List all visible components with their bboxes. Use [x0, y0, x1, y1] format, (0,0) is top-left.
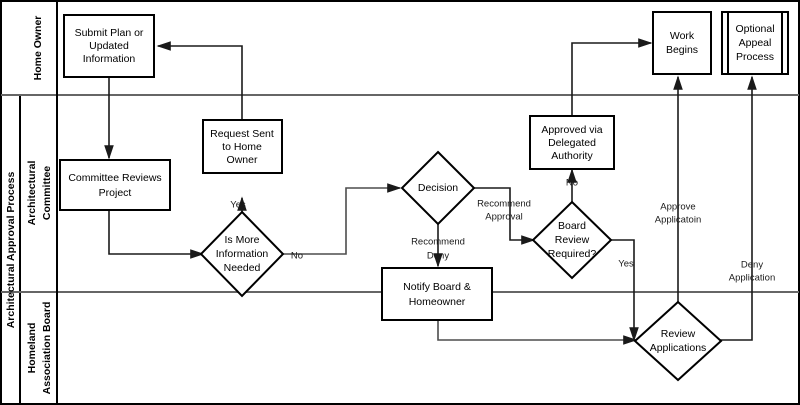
node-board-review-line1: Board — [558, 220, 586, 232]
node-approved-delegated[interactable]: Approved via Delegated Authority — [529, 115, 615, 170]
node-optional-appeal-line2: Appeal — [739, 37, 772, 49]
node-work-begins-line2: Begins — [666, 44, 698, 56]
node-submit-plan-line1: Submit Plan or — [75, 27, 144, 39]
pool-label: Architectural Approval Process — [5, 172, 17, 329]
lane-label-homeland-association-board-line1: Homeland — [26, 323, 38, 374]
edge-review-deny-to-appeal — [718, 75, 757, 341]
node-decision[interactable]: Decision — [400, 150, 476, 226]
node-notify-board[interactable]: Notify Board & Homeowner — [381, 267, 493, 321]
edge-request-to-submit — [156, 41, 243, 120]
edge-label-recommend-deny-line1: Recommend — [411, 237, 465, 248]
edge-label-board-review-no: No — [566, 178, 578, 189]
node-committee-reviews-line1: Committee Reviews — [68, 172, 161, 184]
node-approved-delegated-line2: Delegated — [548, 137, 596, 149]
pool-label-text: Architectural Approval Process — [5, 172, 17, 329]
node-more-info-decision[interactable]: Is More Information Needed — [199, 210, 285, 298]
edge-label-deny-application-line1: Deny — [741, 260, 763, 271]
node-submit-plan-line2: Updated — [89, 40, 129, 52]
node-committee-reviews[interactable]: Committee Reviews Project — [59, 159, 171, 211]
node-request-sent-line2: to Home — [222, 141, 262, 153]
edge-label-recommend-approval-line1: Recommend — [477, 199, 531, 210]
edge-label-deny-application-line2: Application — [729, 273, 775, 284]
edge-committee-to-moreinfo — [108, 210, 205, 259]
node-work-begins-line1: Work — [670, 30, 695, 42]
node-board-review-line3: Required? — [548, 248, 597, 260]
edge-label-more-info-no: No — [291, 251, 303, 262]
edge-boardreview-yes-to-review — [609, 239, 639, 342]
node-review-applications[interactable]: Review Applications — [633, 300, 723, 382]
node-decision-label: Decision — [418, 182, 458, 194]
node-approved-delegated-line3: Authority — [551, 150, 593, 162]
edge-label-board-review-yes: Yes — [618, 259, 634, 270]
lane-label-architectural-committee-line2: Committee — [41, 166, 53, 220]
edge-moreinfo-no-to-decision — [281, 183, 402, 255]
node-request-sent[interactable]: Request Sent to Home Owner — [202, 119, 283, 174]
edge-label-approve-application-line1: Approve — [660, 202, 695, 213]
node-optional-appeal-line3: Process — [736, 51, 774, 63]
node-work-begins[interactable]: Work Begins — [652, 11, 712, 75]
edge-approved-to-work — [571, 38, 653, 118]
edge-labels: Yes No Recommend Deny Recommend Approval… — [230, 178, 775, 284]
node-review-applications-line2: Applications — [650, 342, 707, 354]
lane-label-homeland-association-board-line2: Association Board — [41, 302, 53, 395]
lane-label-architectural-committee-line1: Architectural — [26, 161, 38, 226]
node-board-review-decision[interactable]: Board Review Required? — [531, 200, 613, 280]
lane-label-home-owner-text: Home Owner — [32, 16, 44, 81]
node-more-info-line1: Is More — [224, 234, 259, 246]
edge-label-recommend-approval-line2: Approval — [485, 212, 523, 223]
node-committee-reviews-line2: Project — [99, 187, 132, 199]
edge-label-recommend-deny-line2: Deny — [427, 251, 449, 262]
edge-label-more-info-yes: Yes — [230, 200, 246, 211]
node-approved-delegated-line1: Approved via — [541, 124, 602, 136]
node-request-sent-line1: Request Sent — [210, 128, 274, 140]
node-submit-plan[interactable]: Submit Plan or Updated Information — [63, 14, 155, 78]
node-notify-board-line1: Notify Board & — [403, 281, 471, 293]
node-optional-appeal-line1: Optional — [735, 23, 774, 35]
node-board-review-line2: Review — [555, 234, 590, 246]
node-optional-appeal[interactable]: Optional Appeal Process — [721, 11, 789, 75]
edge-label-approve-application-line2: Applicatoin — [655, 215, 701, 226]
node-request-sent-line3: Owner — [227, 154, 258, 166]
lane-label-home-owner: Home Owner — [32, 16, 44, 81]
lane-label-architectural-committee: Architectural Committee — [26, 161, 53, 226]
lane-label-homeland-association-board: Homeland Association Board — [26, 302, 53, 395]
node-submit-plan-line3: Information — [83, 53, 136, 65]
node-more-info-line3: Needed — [224, 262, 261, 274]
edge-notify-to-review — [437, 320, 638, 345]
node-review-applications-line1: Review — [661, 328, 696, 340]
node-more-info-line2: Information — [216, 248, 269, 260]
node-notify-board-line2: Homeowner — [409, 296, 466, 308]
edge-decision-approval-to-boardreview — [471, 187, 536, 245]
